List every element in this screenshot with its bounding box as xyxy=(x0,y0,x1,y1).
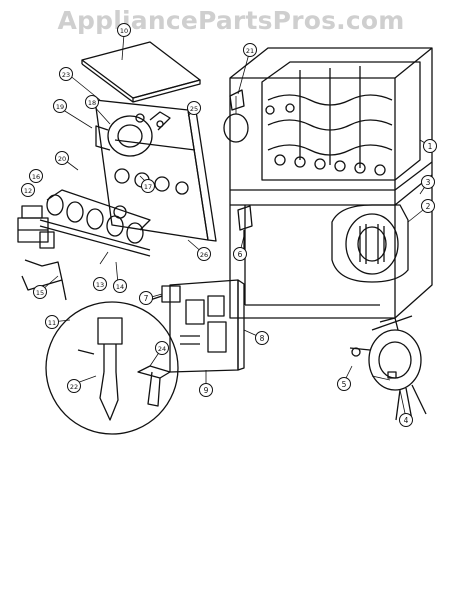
blower-motor xyxy=(349,315,427,421)
watermark: AppliancePartsPros.com xyxy=(57,6,405,35)
vestibule-panel xyxy=(94,99,217,242)
callout-20: 20 xyxy=(55,151,69,165)
svg-text:6: 6 xyxy=(238,250,243,259)
svg-text:12: 12 xyxy=(24,187,32,195)
callout-11: 11 xyxy=(45,315,59,329)
svg-text:22: 22 xyxy=(70,383,78,391)
callout-19: 19 xyxy=(53,99,67,113)
callouts: 4 8 9 7 6 1 5 17 18 19 20 21 22 23 24 25… xyxy=(21,23,437,427)
svg-text:9: 9 xyxy=(204,386,209,395)
callout-8: 8 xyxy=(255,331,269,345)
top-panel xyxy=(81,41,201,103)
svg-text:16: 16 xyxy=(32,173,40,181)
callout-17: 17 xyxy=(141,179,155,193)
callout-25: 25 xyxy=(187,101,201,115)
burner-assembly xyxy=(39,189,151,257)
gas-valve xyxy=(17,205,55,249)
igniter-inset xyxy=(45,301,179,435)
svg-text:24: 24 xyxy=(158,345,166,353)
callout-10: 10 xyxy=(117,23,131,37)
callout-21: 21 xyxy=(243,43,257,57)
svg-text:4: 4 xyxy=(404,416,409,425)
callout-13: 13 xyxy=(93,277,107,291)
svg-text:10: 10 xyxy=(120,27,128,35)
control-board xyxy=(169,279,245,373)
svg-text:18: 18 xyxy=(88,99,96,107)
svg-text:25: 25 xyxy=(190,105,198,113)
callout-2: 2 xyxy=(421,199,435,213)
callout-14: 14 xyxy=(113,279,127,293)
callout-9: 9 xyxy=(199,383,213,397)
svg-text:21: 21 xyxy=(246,47,254,55)
heat-exchanger xyxy=(261,61,421,181)
svg-text:11: 11 xyxy=(48,319,56,327)
callout-16: 16 xyxy=(29,169,43,183)
callout-3: 3 xyxy=(421,175,435,189)
inducer-motor xyxy=(95,111,171,157)
svg-text:1: 1 xyxy=(428,142,433,151)
gas-pipe xyxy=(21,259,67,301)
svg-text:19: 19 xyxy=(56,103,64,111)
svg-text:23: 23 xyxy=(62,71,70,79)
svg-text:26: 26 xyxy=(200,251,208,259)
callout-24: 24 xyxy=(155,341,169,355)
svg-text:15: 15 xyxy=(36,289,44,297)
callout-5: 5 xyxy=(337,377,351,391)
svg-text:7: 7 xyxy=(144,294,149,303)
svg-text:14: 14 xyxy=(116,283,124,291)
callout-18: 18 xyxy=(85,95,99,109)
callout-22: 22 xyxy=(67,379,81,393)
blower-wheel xyxy=(331,204,409,283)
callout-26: 26 xyxy=(197,247,211,261)
callout-1: 1 xyxy=(423,139,437,153)
furnace-cabinet xyxy=(229,47,433,319)
svg-text:17: 17 xyxy=(144,183,152,191)
callout-6: 6 xyxy=(233,247,247,261)
svg-text:13: 13 xyxy=(96,281,104,289)
callout-12: 12 xyxy=(21,183,35,197)
svg-text:3: 3 xyxy=(426,178,431,187)
callout-7: 7 xyxy=(139,291,153,305)
callout-15: 15 xyxy=(33,285,47,299)
svg-text:2: 2 xyxy=(426,202,431,211)
svg-text:8: 8 xyxy=(260,334,265,343)
limit-switch xyxy=(149,285,181,303)
callout-23: 23 xyxy=(59,67,73,81)
svg-text:20: 20 xyxy=(58,155,66,163)
callout-4: 4 xyxy=(399,413,413,427)
svg-text:5: 5 xyxy=(342,380,347,389)
